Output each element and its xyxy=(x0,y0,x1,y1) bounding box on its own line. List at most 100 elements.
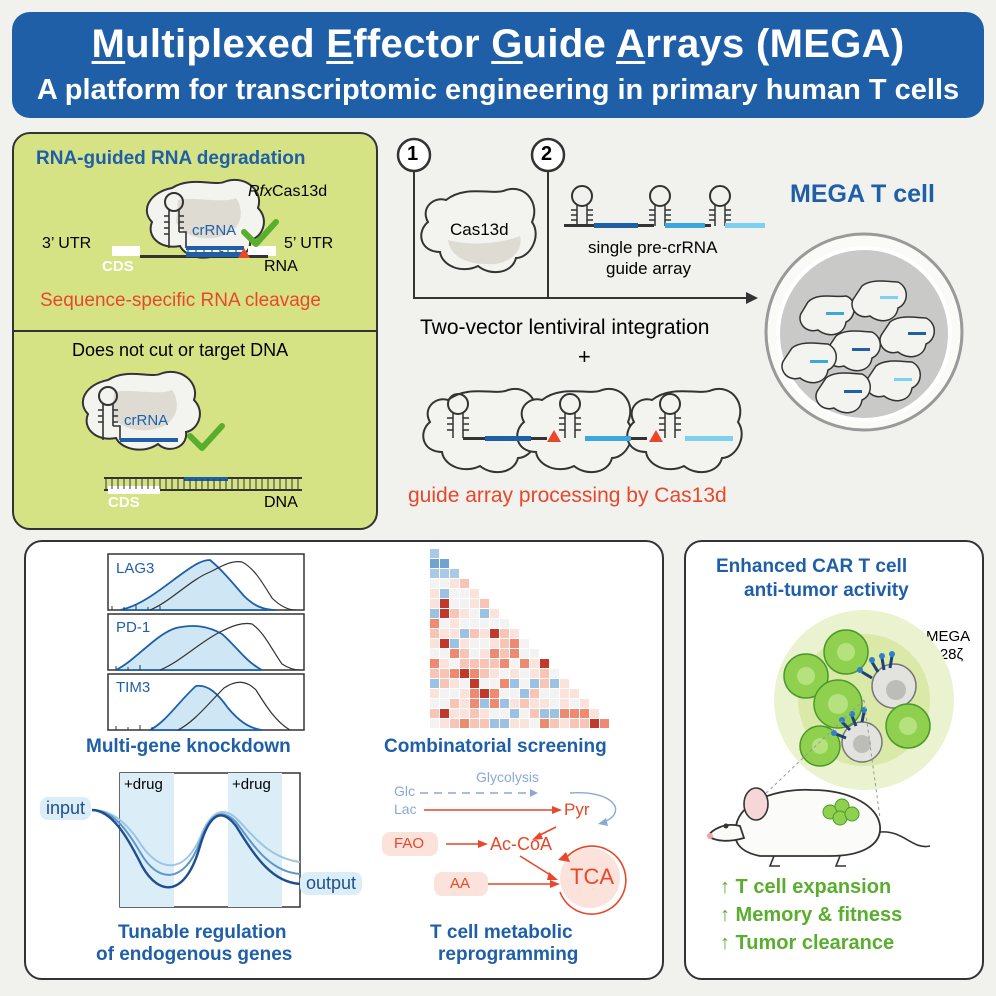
heatmap-cell xyxy=(440,589,449,598)
rna-label: RNA xyxy=(264,258,298,275)
crrna-hairpin xyxy=(164,192,184,212)
heatmap-cell xyxy=(590,719,599,728)
heatmap-cell xyxy=(530,719,539,728)
utr3-label: 3’ UTR xyxy=(42,235,92,252)
enzyme-label: RfxCas13d xyxy=(248,183,328,200)
benefit-memory: ↑ Memory & fitness xyxy=(720,904,903,926)
tca-label: TCA xyxy=(570,864,614,889)
metabolic-caption-1: T cell metabolic xyxy=(430,922,573,943)
heatmap-cell xyxy=(500,669,509,678)
heatmap-cell xyxy=(510,679,519,688)
heatmap-cell xyxy=(560,689,569,698)
heatmap-cell xyxy=(490,669,499,678)
heatmap-cell xyxy=(470,719,479,728)
heatmap-cell xyxy=(470,639,479,648)
cds-label: CDS xyxy=(102,258,134,275)
heatmap-cell xyxy=(580,709,589,718)
cleavage-caption: Sequence-specific RNA cleavage xyxy=(40,290,321,311)
heatmap-cell xyxy=(460,599,469,608)
output-label: output xyxy=(300,872,363,895)
heatmap-cell xyxy=(440,639,449,648)
heatmap-cell xyxy=(480,669,489,678)
heatmap-cell xyxy=(430,559,439,568)
rna-panel-title: RNA-guided RNA degradation xyxy=(36,148,306,169)
heatmap-cell xyxy=(540,689,549,698)
heatmap-cell xyxy=(490,689,499,698)
heatmap-cell xyxy=(560,699,569,708)
heatmap-cell xyxy=(520,639,529,648)
heatmap-cell xyxy=(580,719,589,728)
heatmap-cell xyxy=(600,719,609,728)
pyr-label: Pyr xyxy=(564,800,590,819)
heatmap-cell xyxy=(570,689,579,698)
heatmap-cell xyxy=(520,679,529,688)
heatmap-cell xyxy=(460,719,469,728)
dna-panel-title: Does not cut or target DNA xyxy=(72,340,289,360)
heatmap-cell xyxy=(430,549,439,558)
heatmap-cell xyxy=(560,719,569,728)
heatmap-cell xyxy=(480,689,489,698)
gene-label-pd1: PD-1 xyxy=(116,619,151,636)
heatmap-cell xyxy=(460,679,469,688)
heatmap-cell xyxy=(520,649,529,658)
heatmap-cell xyxy=(540,679,549,688)
heatmap-cell xyxy=(520,689,529,698)
heatmap-cell xyxy=(450,569,459,578)
heatmap-cell xyxy=(570,709,579,718)
heatmap-cell xyxy=(430,569,439,578)
heatmap-cell xyxy=(480,719,489,728)
gene-label-lag3: LAG3 xyxy=(116,560,155,577)
heatmap-cell xyxy=(570,699,579,708)
heatmap-cell xyxy=(480,649,489,658)
heatmap-cell xyxy=(490,719,499,728)
aa-label: AA xyxy=(450,875,471,892)
heatmap-cell xyxy=(510,659,519,668)
heatmap-cell xyxy=(430,619,439,628)
heatmap-cell xyxy=(470,589,479,598)
heatmap-cell xyxy=(480,599,489,608)
heatmap-cell xyxy=(450,579,459,588)
heatmap-cell xyxy=(450,659,459,668)
heatmap-cell xyxy=(500,679,509,688)
heatmap-cell xyxy=(480,709,489,718)
heatmap-cell xyxy=(470,699,479,708)
heatmap-cell xyxy=(460,649,469,658)
heatmap-cell xyxy=(560,709,569,718)
heatmap-cell xyxy=(520,709,529,718)
heatmap-cell xyxy=(490,679,499,688)
heatmap-cell xyxy=(470,609,479,618)
heatmap-cell xyxy=(570,719,579,728)
heatmap-cell xyxy=(450,649,459,658)
heatmap-cell xyxy=(550,719,559,728)
step-1-circle xyxy=(396,137,432,173)
step-2-circle xyxy=(530,137,566,173)
heatmap-cell xyxy=(440,629,449,638)
dna-label: DNA xyxy=(264,494,298,511)
heatmap-cell xyxy=(430,609,439,618)
heatmap-cell xyxy=(530,679,539,688)
heatmap-cell xyxy=(440,649,449,658)
benefit-expansion: ↑ T cell expansion xyxy=(720,876,892,898)
processed-guide-row xyxy=(422,387,743,474)
heatmap-cell xyxy=(440,609,449,618)
guide-array-label-2: guide array xyxy=(606,259,692,278)
car-title-1: Enhanced CAR T cell xyxy=(716,556,908,577)
heatmap-cell xyxy=(480,619,489,628)
heatmap-cell xyxy=(450,619,459,628)
header-banner: Multiplexed Effector Guide Arrays (MEGA)… xyxy=(12,12,984,118)
heatmap-cell xyxy=(450,639,459,648)
knockdown-caption: Multi-gene knockdown xyxy=(86,736,291,757)
heatmap-cell xyxy=(480,629,489,638)
heatmap-cell xyxy=(550,669,559,678)
heatmap-cell xyxy=(540,669,549,678)
heatmap-cell xyxy=(460,709,469,718)
heatmap-cell xyxy=(500,719,509,728)
heatmap-cell xyxy=(440,719,449,728)
heatmap-cell xyxy=(520,699,529,708)
heatmap-cell xyxy=(450,629,459,638)
heatmap-cell xyxy=(490,609,499,618)
car-label-mega: MEGA xyxy=(926,628,971,645)
fao-label: FAO xyxy=(394,835,425,852)
